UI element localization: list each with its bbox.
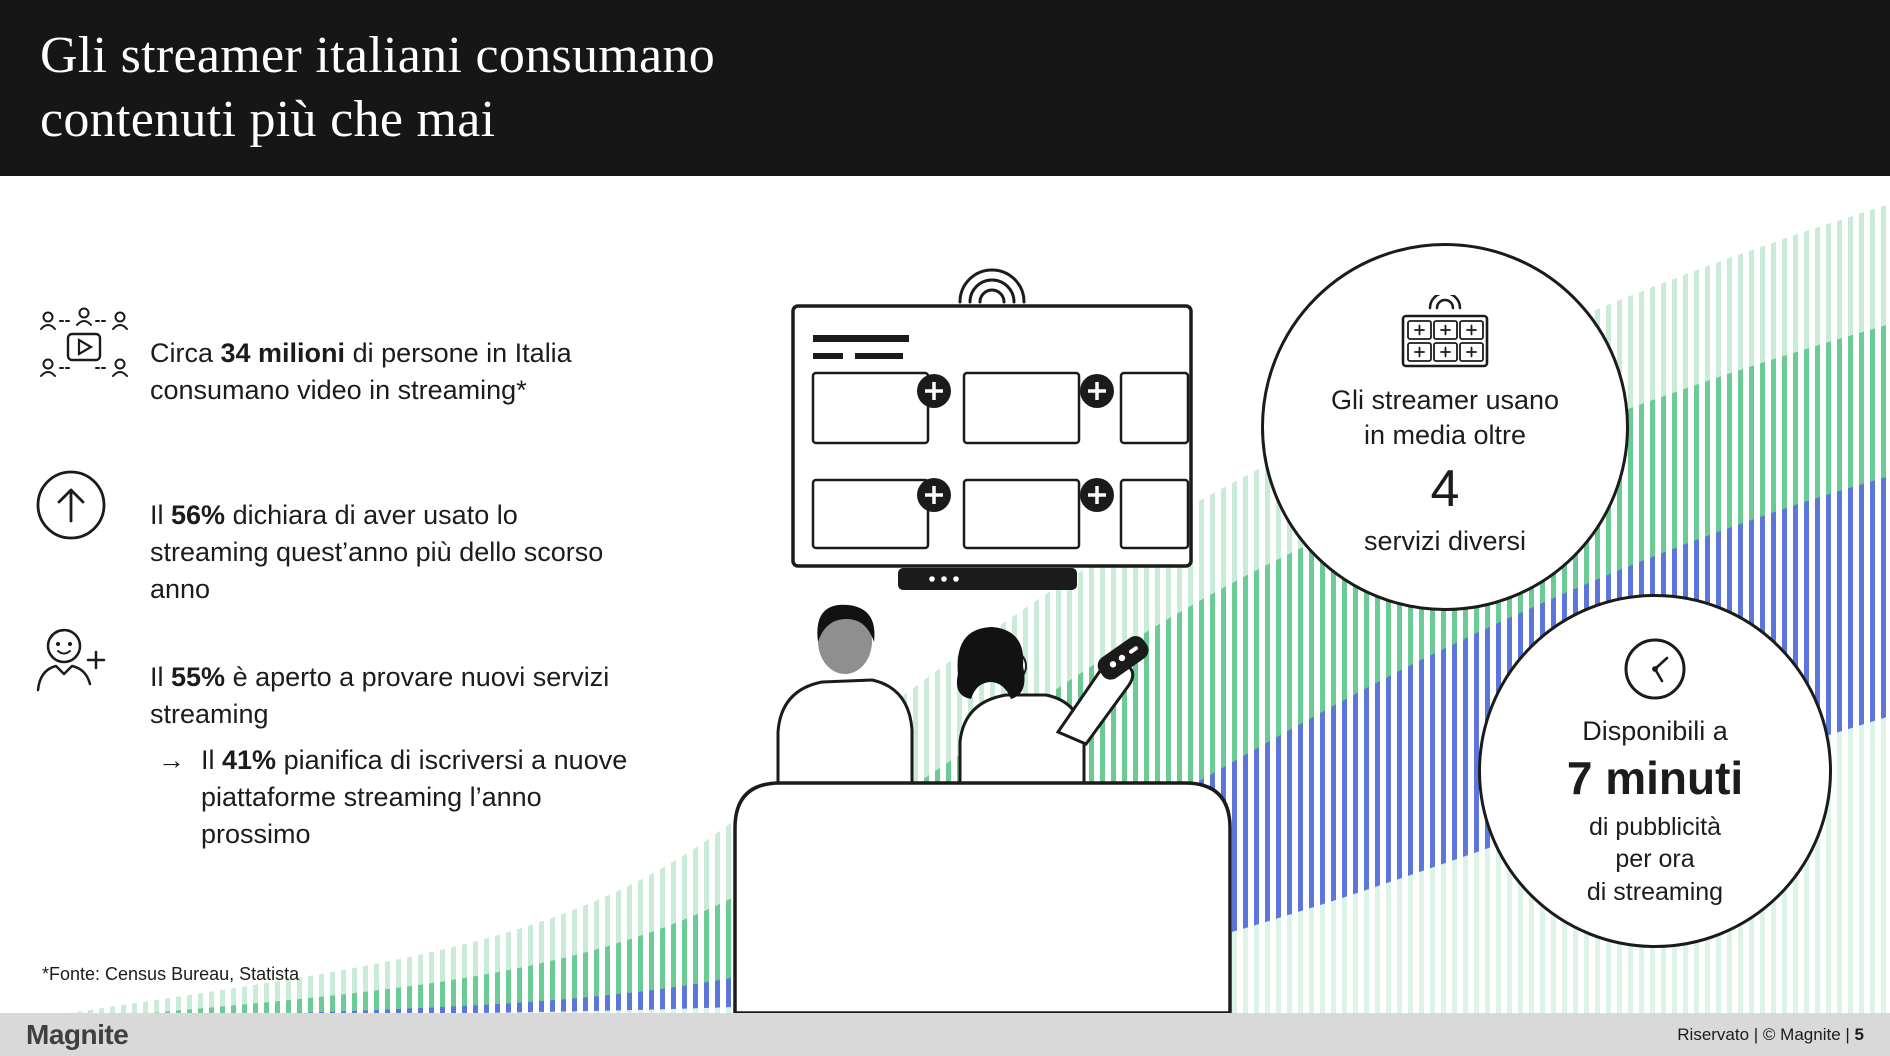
remote-control bbox=[1097, 636, 1149, 680]
soundbar bbox=[898, 568, 1077, 590]
circle-minutes-value: 7 minuti bbox=[1566, 752, 1744, 805]
person-glyph bbox=[40, 311, 56, 330]
tv-menu-bar bbox=[855, 353, 903, 359]
arrow-up-circle-icon bbox=[36, 470, 106, 540]
clock-icon bbox=[1624, 638, 1686, 700]
circle-minutes-line2: di pubblicità bbox=[1588, 812, 1722, 841]
circle-services-value: 4 bbox=[1430, 459, 1460, 518]
circle-minutes-line4: di streaming bbox=[1586, 877, 1724, 906]
stat-56-percent: Il 56% dichiara di aver usato lo streami… bbox=[150, 500, 604, 604]
title-line-2: contenuti più che mai bbox=[40, 91, 496, 149]
tv-tiles bbox=[811, 371, 1190, 550]
header: Gli streamer italiani consumano contenut… bbox=[0, 0, 1890, 176]
person-plus-icon bbox=[36, 628, 106, 692]
audience-video-icon bbox=[40, 307, 128, 377]
circle-minutes-line3: per ora bbox=[1615, 845, 1695, 874]
source-footnote: *Fonte: Census Bureau, Statista bbox=[42, 964, 300, 984]
arrow-right-icon: → bbox=[158, 745, 185, 775]
plus-buttons bbox=[917, 374, 1114, 512]
tv-menu-bar bbox=[813, 335, 909, 342]
tv-screen bbox=[791, 304, 1193, 568]
circle-minutes-line1: Disponibili a bbox=[1582, 715, 1728, 746]
circle-services-line3: servizi diversi bbox=[1363, 525, 1527, 556]
person-glyph bbox=[112, 311, 128, 330]
stat-34-million: Circa 34 milioni di persone in Italia co… bbox=[150, 338, 572, 405]
wifi-icon bbox=[958, 268, 1026, 304]
page-number: 5 bbox=[1854, 1024, 1864, 1044]
wave-pale-front bbox=[480, 716, 1890, 1013]
circle-avg-services: Gli streamer usano in media oltre 4 serv… bbox=[1261, 243, 1629, 611]
stat-41-percent: → Il 41% pianifica di iscriversi a nuove… bbox=[158, 742, 658, 853]
person-glyph bbox=[112, 358, 128, 377]
streaming-services-icon bbox=[1401, 294, 1489, 367]
circle-services-line2: in media oltre bbox=[1363, 420, 1527, 451]
magnite-logo: Magnite bbox=[26, 1018, 129, 1050]
stat-55-percent: Il 55% è aperto a provare nuovi servizi … bbox=[150, 662, 610, 729]
footer: Magnite Riservato | © Magnite | 5 bbox=[0, 1013, 1890, 1056]
tv-couch-illustration bbox=[733, 268, 1232, 1013]
page-title: Gli streamer italiani consumano contenut… bbox=[40, 24, 1890, 153]
circle-services-line1: Gli streamer usano bbox=[1330, 384, 1560, 415]
title-line-1: Gli streamer italiani consumano bbox=[40, 27, 715, 84]
person-glyph bbox=[76, 307, 92, 326]
tv-menu-bar bbox=[813, 353, 843, 359]
footer-rights: Riservato | © Magnite | 5 bbox=[1677, 1024, 1864, 1044]
circle-ad-minutes: Disponibili a 7 minuti di pubblicità per… bbox=[1478, 594, 1832, 948]
couch bbox=[733, 781, 1232, 1013]
person-glyph bbox=[40, 358, 56, 377]
man-figure bbox=[776, 604, 914, 812]
